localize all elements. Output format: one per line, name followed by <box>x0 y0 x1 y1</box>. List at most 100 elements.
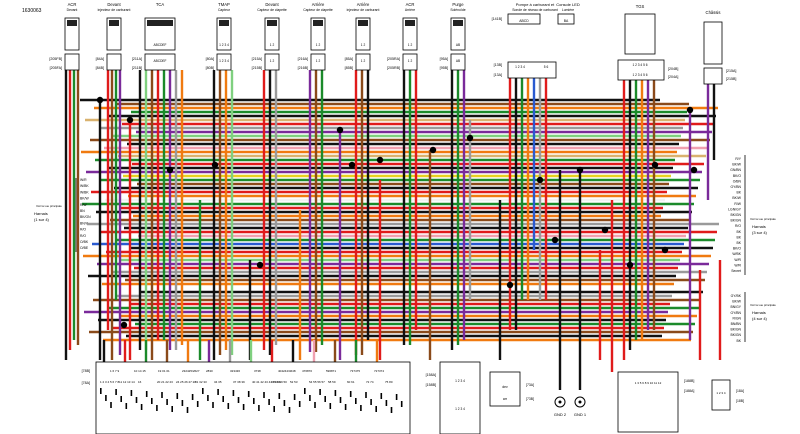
connector-title: Arrière <box>312 2 325 7</box>
connector-cap <box>358 20 368 26</box>
connector-pins: 1 2 <box>316 59 321 63</box>
ecm-terminal <box>329 403 332 409</box>
pump-code: [13B] <box>494 63 502 67</box>
harness-wire-label: BK/GN <box>80 215 91 219</box>
ecm-terminal <box>400 401 403 407</box>
connector-subtitle: Arrière <box>405 8 415 12</box>
ecm-pin-cell: 72 74 <box>366 380 374 384</box>
pump-code: [13A] <box>494 73 502 77</box>
pump-pins: ABCD <box>519 19 529 23</box>
ground-code: [73A] <box>526 383 534 387</box>
connector-pins: 1 2 <box>361 59 366 63</box>
harness-note: Voir la vue principale <box>750 217 776 221</box>
connector-layer <box>64 13 746 434</box>
tgs-title: TGS <box>636 4 645 9</box>
wire-layer <box>64 70 722 390</box>
ecm-terminal <box>212 402 214 408</box>
ecm-header-cell: 323436 <box>230 369 240 373</box>
br-code: [188A] <box>684 389 694 393</box>
ecm-terminal <box>298 401 301 407</box>
br-small-block <box>711 379 731 411</box>
ecm-terminal <box>140 404 143 410</box>
connector-cap <box>313 20 323 26</box>
pump-subtitle: Sonde de niveau de carburant <box>512 8 557 12</box>
harness-wire-label: O/BN <box>733 179 742 183</box>
ecm-terminal <box>242 404 245 410</box>
pump-mate <box>507 61 557 79</box>
connector-mate <box>402 53 418 71</box>
ecm-terminal <box>355 398 357 404</box>
connector-subtitle: Solénoïde <box>450 8 465 12</box>
splice-dot <box>166 166 174 174</box>
connector-subtitle: Capteur de clapette <box>303 8 333 12</box>
splice-dot <box>429 146 437 154</box>
harness-wire-label: R/W <box>734 202 741 206</box>
ecm-header-cell: 19 01 01 <box>158 369 170 373</box>
br-code: [188B] <box>684 379 694 383</box>
harness-wire-label: R/GN <box>733 316 742 320</box>
br-code-2: [18B] <box>736 399 744 403</box>
ecm-terminal <box>130 390 133 396</box>
ecm-terminal <box>181 400 184 406</box>
harness-wire-label: GY/BN <box>730 311 741 315</box>
ground-terminal-center <box>578 400 582 404</box>
mid-code: [158A] <box>426 373 436 377</box>
ecm-pin-cell: 40 41 42 43 44 45 46 <box>252 380 281 384</box>
harness-wire-label: R/Y <box>735 157 741 161</box>
ecm-terminal <box>304 388 306 394</box>
ecm-terminal <box>222 396 224 402</box>
ecm-code: [78A] <box>82 381 90 385</box>
connector-mate <box>450 53 466 71</box>
connector-code: [80B] <box>206 66 214 70</box>
connector-pins: 1 2 <box>408 59 413 63</box>
connector-pins: 1 2 <box>408 43 413 47</box>
tgs-code: [204B] <box>668 67 678 71</box>
harness-wire-label: BN/GY <box>730 305 741 309</box>
harness-wire-label: BK/W <box>732 300 741 304</box>
splice-dot <box>466 134 474 142</box>
splice-dot <box>256 261 264 269</box>
ecm-terminal <box>151 398 153 404</box>
harness-label: (3 sur 4) <box>752 230 768 235</box>
br-pins: 1 3 5 6 8 9 10 11 12 <box>635 381 662 385</box>
harness-wire-label: BK/GN <box>730 333 741 337</box>
ground-box-label: arr <box>503 397 508 401</box>
ecm-terminal <box>283 400 286 406</box>
ecm-terminal <box>349 391 352 397</box>
harness-label: (4 sur 4) <box>752 316 768 321</box>
harness-wire-label: BK/W <box>732 196 741 200</box>
harness-wire-label: GY/BK <box>731 294 742 298</box>
harness-wire-label: R/W <box>80 203 87 207</box>
harness-wire-label: BK/GN <box>730 328 741 332</box>
splice-dot <box>348 161 356 169</box>
ecm-terminal <box>319 389 321 395</box>
connector-title: TMAP <box>218 2 230 7</box>
harness-wire-label: W/R <box>734 258 741 262</box>
ecm-pin-cell: 16 <box>138 380 142 384</box>
harness-wire-label: BK <box>736 339 741 343</box>
document-id: 1630063 <box>22 8 42 14</box>
connector-code: [216A] <box>298 57 308 61</box>
ecm-terminal <box>171 406 173 412</box>
ecm-terminal <box>145 391 148 397</box>
ground-terminal-center <box>558 400 562 404</box>
connector-code: [85A] <box>345 57 353 61</box>
harness-wire-label: BK/GN <box>730 219 741 223</box>
br-small-pins: 1 2 3 4 <box>716 391 726 395</box>
connector-subtitle: Capteur <box>218 8 231 12</box>
harness-wire-label: BK/O <box>733 247 741 251</box>
harness-label: Harnais <box>752 224 766 229</box>
ecm-terminal <box>370 399 372 405</box>
ground-box-label: dev <box>502 385 508 389</box>
splice-dot <box>690 166 698 174</box>
connector-code: [205FA] <box>50 66 62 70</box>
ecm-pin-cell: 47 48 49 50 <box>271 380 287 384</box>
ecm-pin-cell: 52 53 <box>290 380 298 384</box>
ecm-header-cell: 596871 <box>326 369 336 373</box>
ecm-header-cell: 10 14 15 <box>134 369 146 373</box>
connector-subtitle: injecteur de carburant <box>98 8 131 12</box>
harness-wire-label: W/BK <box>732 252 741 256</box>
ecm-terminal <box>186 407 189 413</box>
